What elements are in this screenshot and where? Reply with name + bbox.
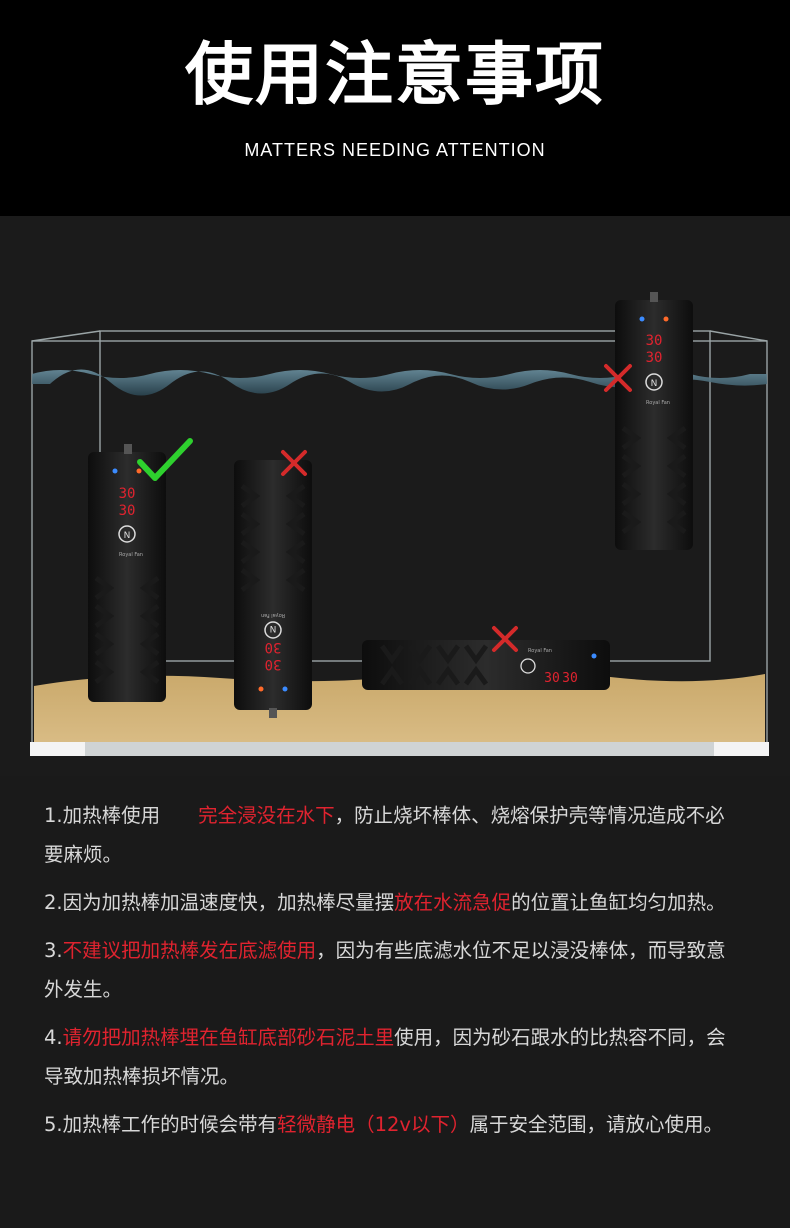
- heater-horizontal: 30 30 Royal Fan: [362, 626, 610, 690]
- heater-brand-label: Royal Fan: [119, 552, 143, 558]
- note-text: 3.: [44, 939, 63, 962]
- note-highlight: 完全浸没在水下: [198, 804, 335, 827]
- svg-text:N: N: [651, 379, 658, 389]
- cross-mark-icon: [492, 626, 518, 652]
- heater-display-top: 30: [544, 671, 560, 686]
- heater-above-water: 30 30 N Royal Fan: [604, 292, 693, 550]
- heater-vents: [240, 483, 306, 593]
- cross-mark-icon: [281, 450, 307, 476]
- note-text: 的位置让鱼缸均匀加热。: [511, 891, 726, 914]
- heater-display-bottom: 30: [646, 350, 663, 366]
- page-title: 使用注意事项: [184, 36, 605, 115]
- heater-vents: [94, 575, 160, 685]
- note-text: ，防止烧坏棒体、烧熔保护壳等情况造成不必要麻烦。: [44, 804, 725, 866]
- heater-brand-label: Royal Fan: [261, 612, 285, 618]
- brand-logo-icon: [520, 658, 536, 674]
- note-item-2: 2.因为加热棒加温速度快，加热棒尽量摆放在水流急促的位置让鱼缸均匀加热。: [44, 883, 744, 922]
- note-highlight: 不建议把加热棒发在底滤使用: [62, 939, 317, 962]
- heater-display-top: 30: [646, 333, 663, 349]
- heater-display-bottom: 30: [119, 503, 136, 519]
- aquarium-illustration: 30 30 N Royal Fan Royal Fan N: [0, 216, 790, 776]
- note-highlight: 轻微静电（12v以下）: [277, 1113, 470, 1136]
- heater-display-bottom: 30: [265, 656, 282, 672]
- notes-list: 1.加热棒使用 完全浸没在水下，防止烧坏棒体、烧熔保护壳等情况造成不必要麻烦。 2…: [44, 796, 744, 1153]
- heater-brand-label: Royal Fan: [528, 648, 552, 654]
- note-item-3: 3.不建议把加热棒发在底滤使用，因为有些底滤水位不足以浸没棒体，而导致意外发生。: [44, 931, 744, 1009]
- water-surface: [32, 369, 767, 396]
- heater-vents: [379, 644, 489, 686]
- svg-text:N: N: [124, 531, 131, 541]
- note-item-1: 1.加热棒使用 完全浸没在水下，防止烧坏棒体、烧熔保护壳等情况造成不必要麻烦。: [44, 796, 744, 874]
- heater-brand-label: Royal Fan: [646, 400, 670, 406]
- note-text: 2.因为加热棒加温速度快，加热棒尽量摆: [44, 891, 395, 914]
- heater-display-bottom: 30: [562, 671, 578, 686]
- tank-base: [30, 742, 769, 756]
- aquarium-svg: 30 30 N Royal Fan Royal Fan N: [30, 292, 769, 756]
- note-text: 5.加热棒工作的时候会带有: [44, 1113, 278, 1136]
- note-text: 使用，因为砂石跟水的比热容不同，会导致加热棒损坏情况。: [44, 1026, 726, 1088]
- note-highlight: 放在水流急促: [394, 891, 512, 914]
- heater-vents: [621, 425, 687, 535]
- note-text: 1.加热棒使用: [44, 804, 161, 827]
- heater-upside-down: Royal Fan N 30 30: [234, 450, 312, 718]
- heater-display-top: 30: [265, 639, 282, 655]
- header-banner: 使用注意事项 MATTERS NEEDING ATTENTION: [0, 0, 790, 216]
- check-mark-icon: [137, 438, 193, 481]
- heater-correct: 30 30 N Royal Fan: [88, 438, 193, 702]
- note-item-5: 5.加热棒工作的时候会带有轻微静电（12v以下）属于安全范围，请放心使用。: [44, 1105, 744, 1144]
- cross-mark-icon: [604, 364, 632, 392]
- note-highlight: 请勿把加热棒埋在鱼缸底部砂石泥土里: [62, 1026, 395, 1049]
- brand-logo-icon: N: [264, 621, 282, 639]
- svg-text:N: N: [270, 623, 277, 633]
- note-item-4: 4.请勿把加热棒埋在鱼缸底部砂石泥土里使用，因为砂石跟水的比热容不同，会导致加热…: [44, 1018, 744, 1096]
- brand-logo-icon: N: [118, 525, 136, 543]
- note-text: 属于安全范围，请放心使用。: [469, 1113, 723, 1136]
- note-text: ，因为有些底滤水位不足以浸没棒体，而导致意外发生。: [44, 939, 726, 1001]
- page-subtitle: MATTERS NEEDING ATTENTION: [244, 140, 546, 160]
- note-text: 4.: [44, 1026, 63, 1049]
- brand-logo-icon: N: [645, 373, 663, 391]
- heater-display-top: 30: [119, 486, 136, 502]
